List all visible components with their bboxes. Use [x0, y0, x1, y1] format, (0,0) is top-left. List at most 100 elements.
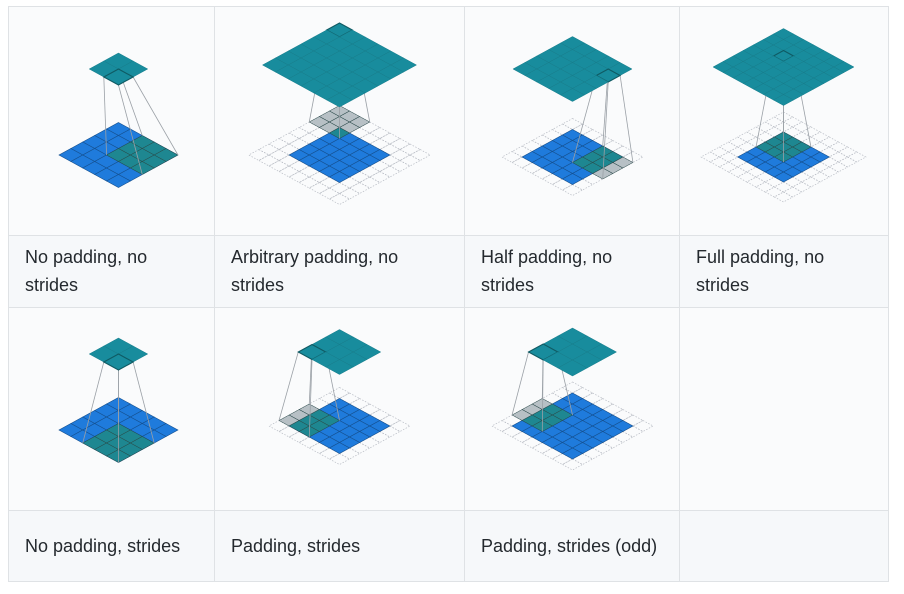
padding-cell — [709, 146, 730, 158]
padding-cell — [318, 187, 341, 200]
padding-cell — [791, 171, 812, 183]
padding-cell — [288, 127, 310, 140]
padding-cell — [736, 141, 757, 153]
projection-line — [511, 351, 529, 415]
diagram-cell — [464, 5, 680, 237]
padding-cell — [358, 176, 381, 189]
padding-cell — [801, 166, 821, 178]
padding-cell — [379, 165, 401, 178]
padding-cell — [782, 176, 803, 188]
diagram-cell — [8, 5, 215, 237]
padding-cell — [819, 146, 840, 158]
caption-cell-empty — [679, 509, 889, 583]
projection-line — [118, 85, 143, 175]
padding-cell — [700, 151, 721, 163]
padding-cell — [369, 127, 391, 140]
padding-cell — [709, 156, 730, 168]
projection-line — [541, 359, 544, 432]
diagram-no-padding-strides — [58, 337, 179, 463]
padding-cell — [746, 126, 766, 138]
padding-cell — [268, 160, 290, 173]
diagram-padding-strides — [268, 328, 411, 465]
padding-cell — [791, 181, 812, 193]
caption-arbitrary-padding-no-strides: Arbitrary padding, no strides — [231, 247, 399, 296]
padding-cell — [828, 161, 849, 173]
padding-cell — [810, 161, 831, 173]
padding-cell — [348, 182, 371, 195]
projection-line — [619, 75, 634, 163]
diagram-cell-empty — [679, 306, 889, 511]
padding-cell — [718, 141, 739, 153]
padding-cell — [810, 131, 831, 143]
table-row: No padding, strides Padding, strides Pad… — [8, 509, 889, 583]
padding-cell — [773, 181, 794, 193]
caption-cell: No padding, no strides — [8, 235, 215, 308]
padding-cell — [501, 151, 523, 164]
projection-line — [602, 82, 609, 180]
padding-cell — [248, 149, 270, 162]
diagram-cell — [464, 306, 680, 511]
padding-cell — [718, 151, 739, 163]
projection-line — [103, 77, 107, 156]
padding-cell — [727, 166, 748, 178]
padding-cell — [268, 138, 290, 151]
padding-cell — [399, 143, 421, 156]
table-row: No padding, no strides Arbitrary padding… — [8, 235, 889, 308]
padding-cell — [782, 116, 803, 128]
caption-cell: Full padding, no strides — [679, 235, 889, 308]
padding-cell — [819, 166, 840, 178]
padding-cell — [819, 156, 840, 168]
padding-cell — [369, 171, 391, 184]
padding-cell — [828, 141, 849, 153]
padding-cell — [718, 161, 739, 173]
diagram-padding-strides-odd — [491, 327, 654, 471]
padding-cell — [389, 138, 411, 151]
projection-line — [132, 76, 179, 156]
caption-cell: Arbitrary padding, no strides — [214, 235, 465, 308]
input-cell — [561, 447, 584, 460]
padding-cell — [389, 149, 411, 162]
padding-cell — [288, 171, 310, 184]
output-cell — [326, 92, 353, 108]
padding-cell — [764, 186, 785, 198]
padding-cell — [308, 182, 331, 195]
padding-cell — [561, 184, 584, 197]
padding-cell — [846, 151, 867, 163]
padding-cell — [328, 452, 351, 465]
output-cell — [557, 359, 588, 376]
padding-cell — [736, 171, 757, 183]
input-cell — [328, 171, 351, 184]
padding-cell — [773, 121, 794, 133]
caption-half-padding-no-strides: Half padding, no strides — [481, 247, 613, 296]
padding-cell — [561, 458, 584, 471]
output-cell — [102, 353, 135, 371]
padding-cell — [755, 121, 776, 133]
padding-cell — [389, 419, 411, 432]
padding-cell — [746, 176, 766, 188]
padding-cell — [801, 176, 821, 188]
padding-cell — [491, 419, 513, 432]
padding-cell — [278, 132, 300, 145]
output-cell — [325, 358, 354, 375]
padding-cell — [328, 182, 351, 195]
padding-cell — [810, 141, 831, 153]
padding-cell — [819, 136, 840, 148]
padding-cell — [258, 154, 280, 167]
padding-cell — [782, 186, 803, 198]
padding-cell — [561, 118, 584, 131]
caption-cell: Padding, strides (odd) — [464, 509, 680, 583]
padding-cell — [736, 131, 757, 143]
input-cell — [773, 171, 794, 183]
caption-no-padding-no-strides: No padding, no strides — [25, 247, 148, 296]
output-cell — [560, 88, 585, 102]
caption-padding-strides-odd: Padding, strides (odd) — [481, 535, 658, 556]
input-cell — [105, 174, 132, 189]
diagram-half-padding-no-strides — [501, 36, 644, 197]
caption-cell: Padding, strides — [214, 509, 465, 583]
convolution-animations-table: No padding, no strides Arbitrary padding… — [8, 5, 889, 583]
diagram-cell — [679, 5, 889, 237]
caption-cell: Half padding, no strides — [464, 235, 680, 308]
input-cell — [328, 441, 351, 454]
table-row — [8, 5, 889, 237]
padding-cell — [791, 121, 812, 133]
